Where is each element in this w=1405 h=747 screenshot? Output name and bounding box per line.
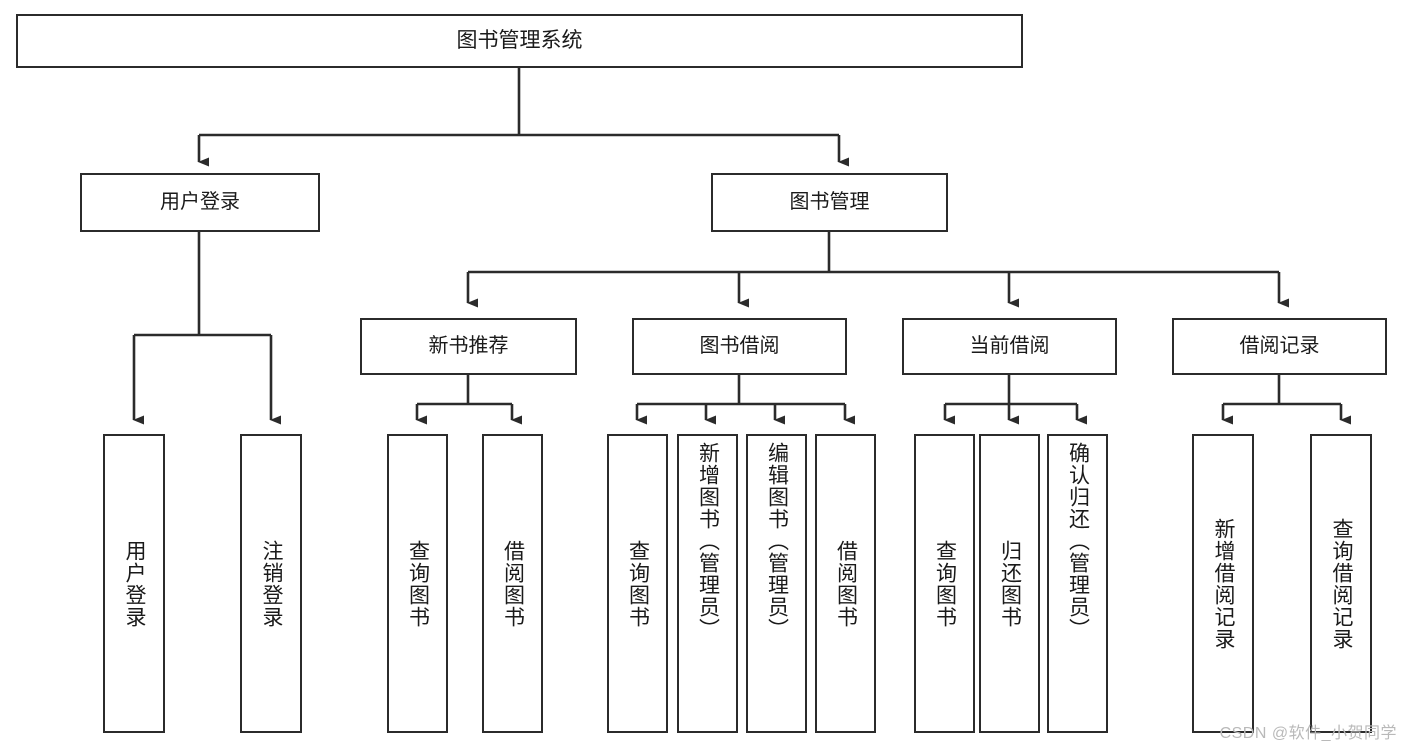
node-leaf-add-book[interactable]: 新增图书（管理员）: [677, 434, 738, 733]
node-leaf-logout-login-label: 注销登录: [260, 539, 284, 628]
node-leaf-query-book-3[interactable]: 查询图书: [914, 434, 975, 733]
node-book-borrow-label: 图书借阅: [699, 334, 780, 357]
node-book-management[interactable]: 图书管理: [711, 173, 948, 232]
node-leaf-confirm-return[interactable]: 确认归还（管理员）: [1047, 434, 1108, 733]
node-leaf-edit-book-label: 编辑图书（管理员）: [765, 442, 789, 640]
csdn-watermark: CSDN @软件_小贺同学: [1219, 725, 1397, 742]
node-leaf-borrow-book-2-label: 借阅图书: [834, 539, 858, 628]
node-leaf-query-book-3-label: 查询图书: [933, 539, 957, 628]
node-leaf-add-book-label: 新增图书（管理员）: [696, 442, 720, 640]
node-leaf-user-login[interactable]: 用户登录: [103, 434, 165, 733]
node-leaf-query-book-1-label: 查询图书: [406, 539, 430, 628]
node-leaf-borrow-book-1-label: 借阅图书: [501, 539, 525, 628]
node-leaf-confirm-return-label: 确认归还（管理员）: [1066, 442, 1090, 640]
node-new-book-recommend-label: 新书推荐: [428, 334, 509, 357]
node-leaf-query-book-1[interactable]: 查询图书: [387, 434, 448, 733]
node-current-borrow[interactable]: 当前借阅: [902, 318, 1117, 375]
node-book-management-label: 图书管理: [789, 190, 870, 213]
node-leaf-add-record[interactable]: 新增借阅记录: [1192, 434, 1254, 733]
node-new-book-recommend[interactable]: 新书推荐: [360, 318, 577, 375]
node-leaf-edit-book[interactable]: 编辑图书（管理员）: [746, 434, 807, 733]
node-leaf-logout-login[interactable]: 注销登录: [240, 434, 302, 733]
node-current-borrow-label: 当前借阅: [969, 334, 1050, 357]
node-user-login[interactable]: 用户登录: [80, 173, 320, 232]
node-root-label: 图书管理系统: [456, 28, 583, 52]
node-leaf-query-record-label: 查询借阅记录: [1330, 517, 1354, 650]
node-borrow-record[interactable]: 借阅记录: [1172, 318, 1387, 375]
node-leaf-return-book-label: 归还图书: [998, 539, 1022, 628]
node-borrow-record-label: 借阅记录: [1239, 334, 1320, 357]
node-leaf-query-book-2-label: 查询图书: [626, 539, 650, 628]
node-leaf-user-login-label: 用户登录: [123, 539, 147, 628]
node-leaf-query-record[interactable]: 查询借阅记录: [1310, 434, 1372, 733]
node-book-borrow[interactable]: 图书借阅: [632, 318, 847, 375]
node-user-login-label: 用户登录: [160, 190, 240, 213]
node-leaf-query-book-2[interactable]: 查询图书: [607, 434, 668, 733]
node-leaf-return-book[interactable]: 归还图书: [979, 434, 1040, 733]
node-leaf-borrow-book-2[interactable]: 借阅图书: [815, 434, 876, 733]
node-leaf-add-record-label: 新增借阅记录: [1212, 517, 1236, 650]
node-leaf-borrow-book-1[interactable]: 借阅图书: [482, 434, 543, 733]
node-root[interactable]: 图书管理系统: [16, 14, 1023, 68]
